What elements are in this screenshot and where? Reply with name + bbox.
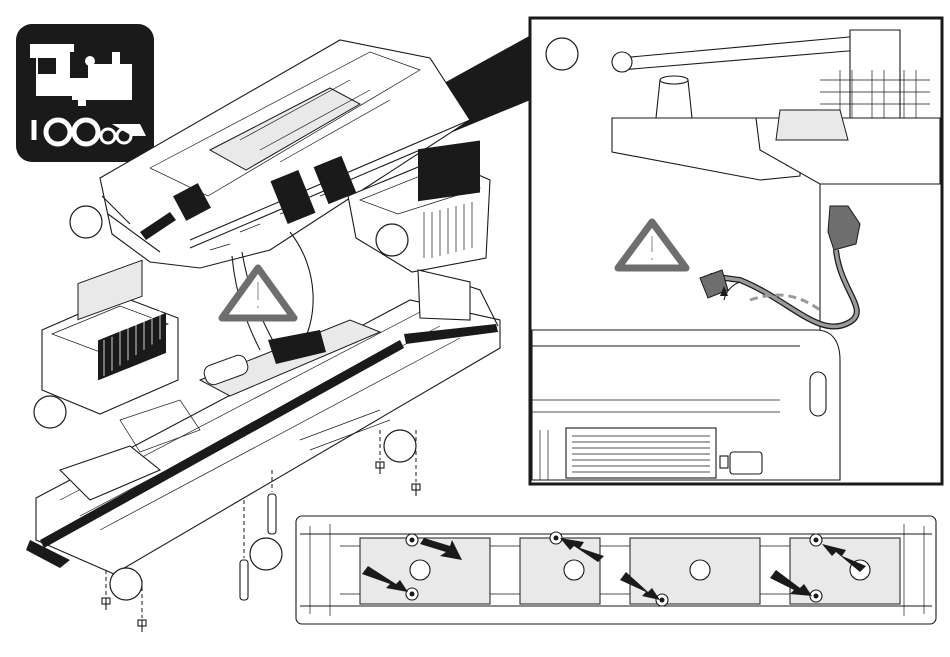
- cab-end-piece-left: [42, 260, 178, 414]
- detail-view-marker: [546, 38, 578, 70]
- step-marker: [376, 224, 408, 256]
- warning-triangle-icon: [222, 268, 294, 318]
- steam-locomotive-icon: [16, 24, 154, 162]
- chassis-bottom-view: [296, 516, 936, 624]
- step-marker: [70, 206, 102, 238]
- step-marker: [250, 538, 282, 570]
- step-marker: [110, 568, 142, 600]
- step-marker: [34, 396, 66, 428]
- step-marker: [384, 430, 416, 462]
- detail-view-box: [530, 18, 942, 484]
